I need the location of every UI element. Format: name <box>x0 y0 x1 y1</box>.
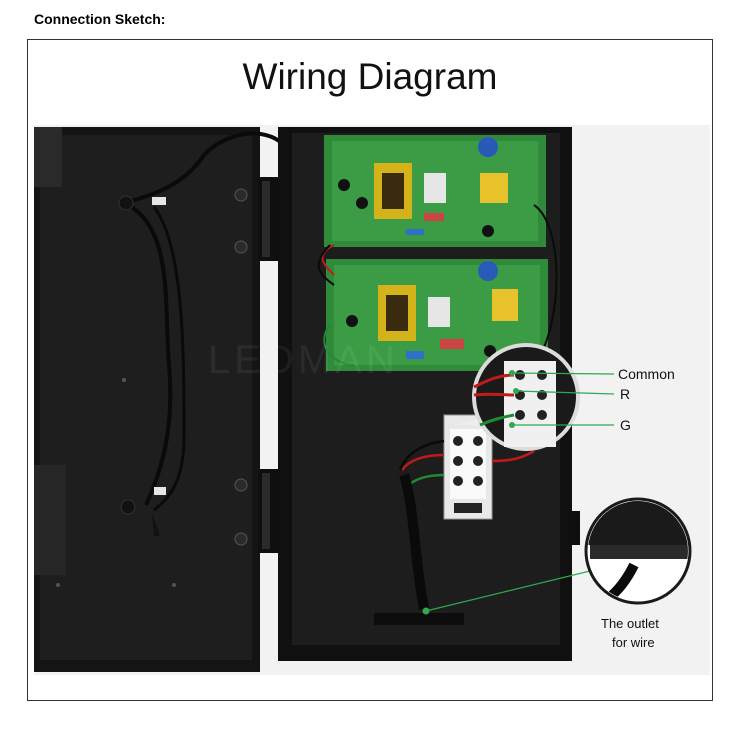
callout-common: Common <box>618 366 675 382</box>
terminal-zoom-inset <box>472 343 580 451</box>
left-door <box>34 127 286 672</box>
connection-sketch-heading: Connection Sketch: <box>34 11 166 27</box>
diagram-title: Wiring Diagram <box>242 56 498 97</box>
callout-r: R <box>620 386 631 402</box>
power-board-lower <box>326 259 548 371</box>
terminal-block <box>398 414 535 520</box>
enclosure-photo <box>34 125 710 675</box>
power-board-upper <box>324 135 546 247</box>
callout-outlet-line2: for wire <box>612 635 655 650</box>
callout-outlet-line1: The outlet <box>601 616 659 631</box>
leader-lines <box>425 372 615 612</box>
watermark: LEDMAN <box>208 338 399 382</box>
outlet-zoom-inset <box>584 497 692 605</box>
callout-g: G <box>620 417 631 433</box>
hinges <box>234 177 278 553</box>
